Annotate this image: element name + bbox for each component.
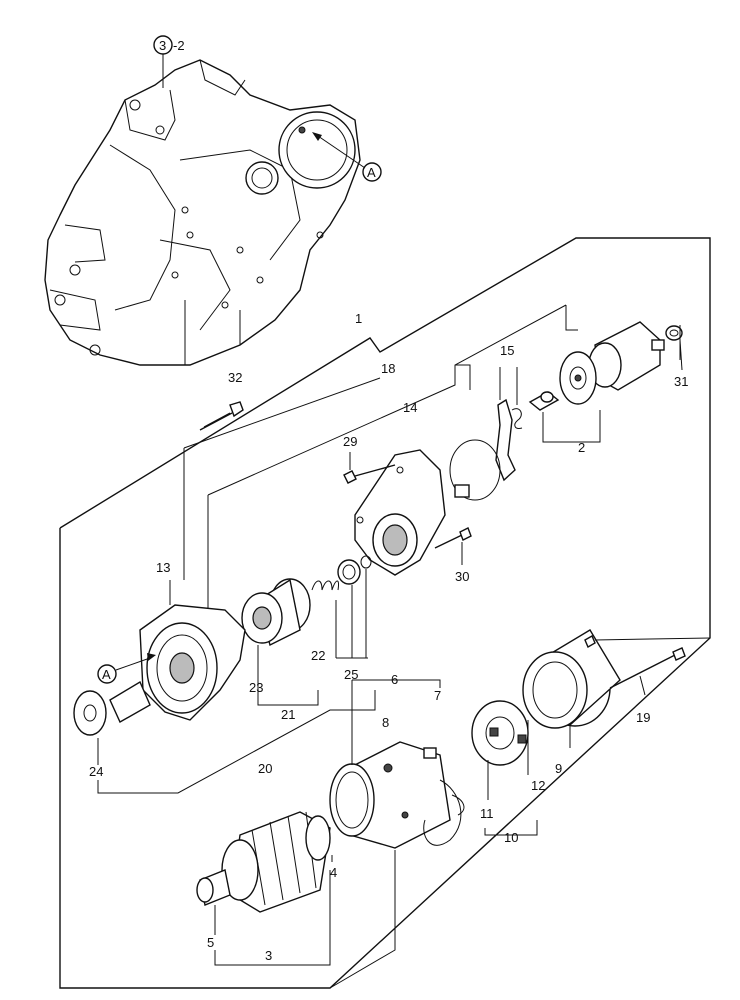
callout-4: 4 (330, 865, 337, 880)
callout-13: 13 (156, 560, 170, 575)
part-20-boundary (97, 690, 376, 794)
header-ref-suffix: -2 (173, 38, 185, 53)
part-21-overrunning-clutch (241, 578, 319, 706)
callout-25: 25 (344, 667, 358, 682)
assembly-boundary (59, 237, 711, 989)
part-14-lever-housing (354, 439, 501, 576)
part-13-drive-housing (139, 580, 246, 721)
header-ref-number: 3 (159, 38, 166, 53)
part-24-pinion-shaft (73, 680, 151, 765)
part-2-magnetic-switch (528, 321, 665, 443)
group-leaders (329, 325, 711, 989)
callout-9: 9 (555, 761, 562, 776)
callout-12: 12 (531, 778, 545, 793)
callout-2: 2 (578, 440, 585, 455)
part-30-bolt (434, 527, 472, 565)
part-29-bolt (343, 452, 396, 484)
ref-marker-a-top-label: A (367, 165, 376, 180)
callout-labels: 1 2 3 4 5 6 7 8 9 10 11 12 13 14 15 18 1… (89, 311, 688, 963)
callout-6: 6 (391, 672, 398, 687)
part-9-rear-cover (522, 629, 621, 748)
callout-14: 14 (403, 400, 417, 415)
callout-15: 15 (500, 343, 514, 358)
callout-19: 19 (636, 710, 650, 725)
part-22-spring (311, 580, 339, 658)
callout-5: 5 (207, 935, 214, 950)
callout-7: 7 (434, 688, 441, 703)
callout-22: 22 (311, 648, 325, 663)
callout-32: 32 (228, 370, 242, 385)
callout-18: 18 (381, 361, 395, 376)
callout-8: 8 (382, 715, 389, 730)
callout-3: 3 (265, 948, 272, 963)
ref-marker-a-top: A (312, 132, 382, 182)
part-10-brush-holder (471, 700, 538, 836)
header-reference: 3 -2 (153, 35, 185, 88)
callout-29: 29 (343, 434, 357, 449)
part-25-ring (336, 555, 372, 659)
part-15-shift-lever (495, 367, 523, 482)
flywheel-housing (44, 59, 361, 366)
callout-30: 30 (455, 569, 469, 584)
ref-marker-a-lower: A (97, 653, 156, 684)
part-6-yoke (329, 679, 465, 849)
callout-20: 20 (258, 761, 272, 776)
callout-24: 24 (89, 764, 103, 779)
callout-11: 11 (480, 806, 494, 821)
part-3-armature (196, 811, 331, 966)
callout-21: 21 (281, 707, 295, 722)
part-32-bolt (199, 401, 244, 431)
callout-10: 10 (504, 830, 518, 845)
ref-marker-a-lower-label: A (102, 667, 111, 682)
callout-31: 31 (674, 374, 688, 389)
callout-1: 1 (355, 311, 362, 326)
part-19-through-bolt (584, 635, 686, 696)
callout-23: 23 (249, 680, 263, 695)
